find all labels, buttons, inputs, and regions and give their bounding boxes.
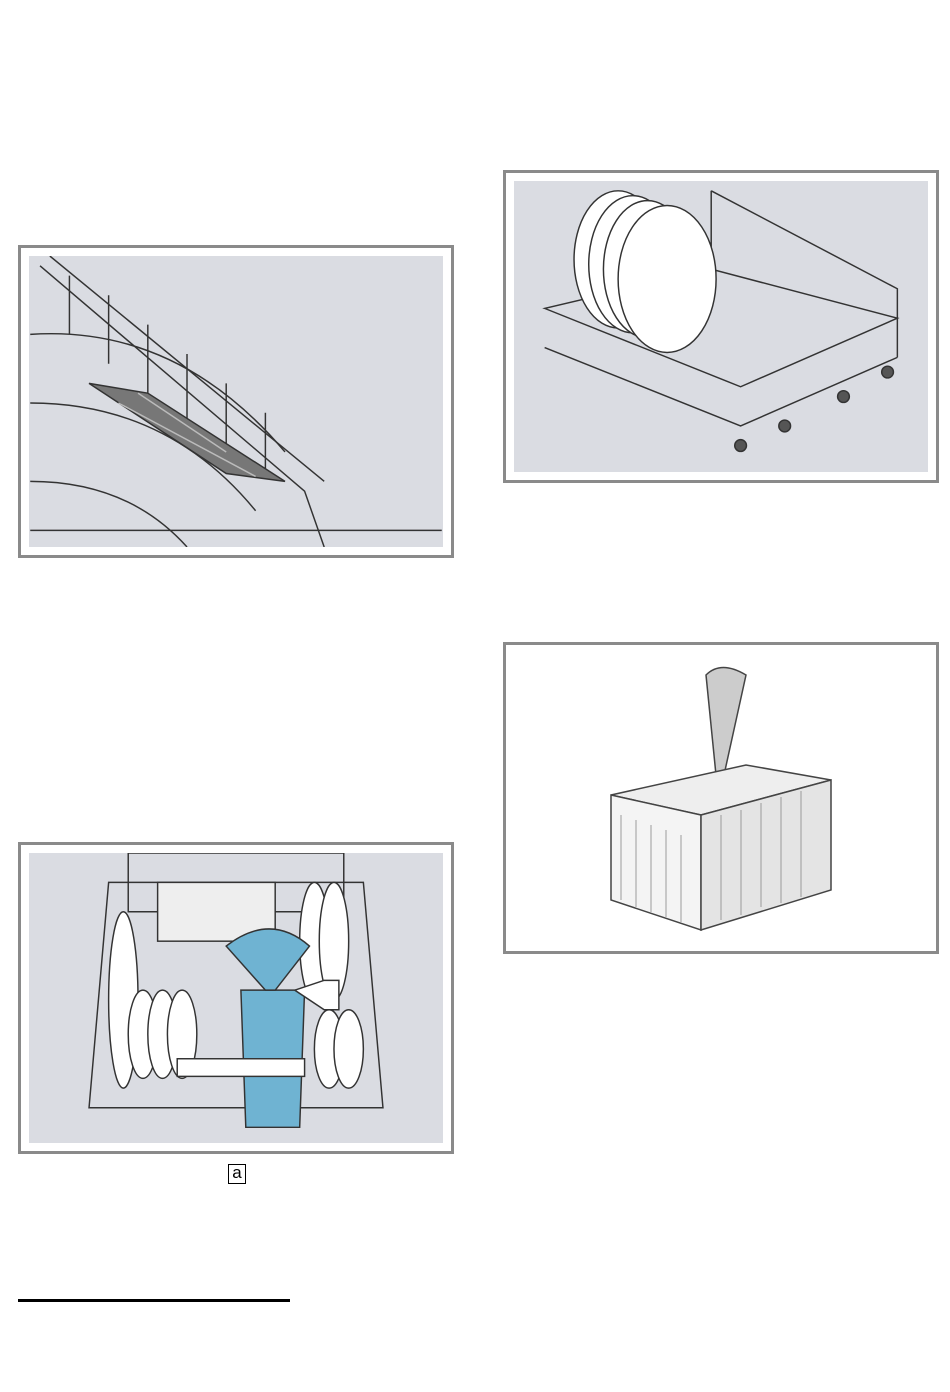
lower-rack-illustration	[542, 190, 900, 453]
illustration-panel	[29, 256, 443, 547]
rack-illustration	[30, 256, 442, 547]
illustration-panel	[514, 181, 928, 472]
loaded-rack-illustration	[88, 853, 384, 1129]
cutlery-basket-illustration	[610, 666, 832, 932]
figure-cutlery-basket	[503, 642, 939, 954]
figure-rack-loaded-with-cutlery-basket	[18, 842, 454, 1154]
figure-rack-folding-tines	[18, 245, 454, 558]
footnote-rule	[18, 1299, 290, 1302]
figure-lower-rack-plates	[503, 170, 939, 483]
figure-callout-label: a	[228, 1164, 246, 1184]
illustration-panel	[29, 853, 443, 1143]
